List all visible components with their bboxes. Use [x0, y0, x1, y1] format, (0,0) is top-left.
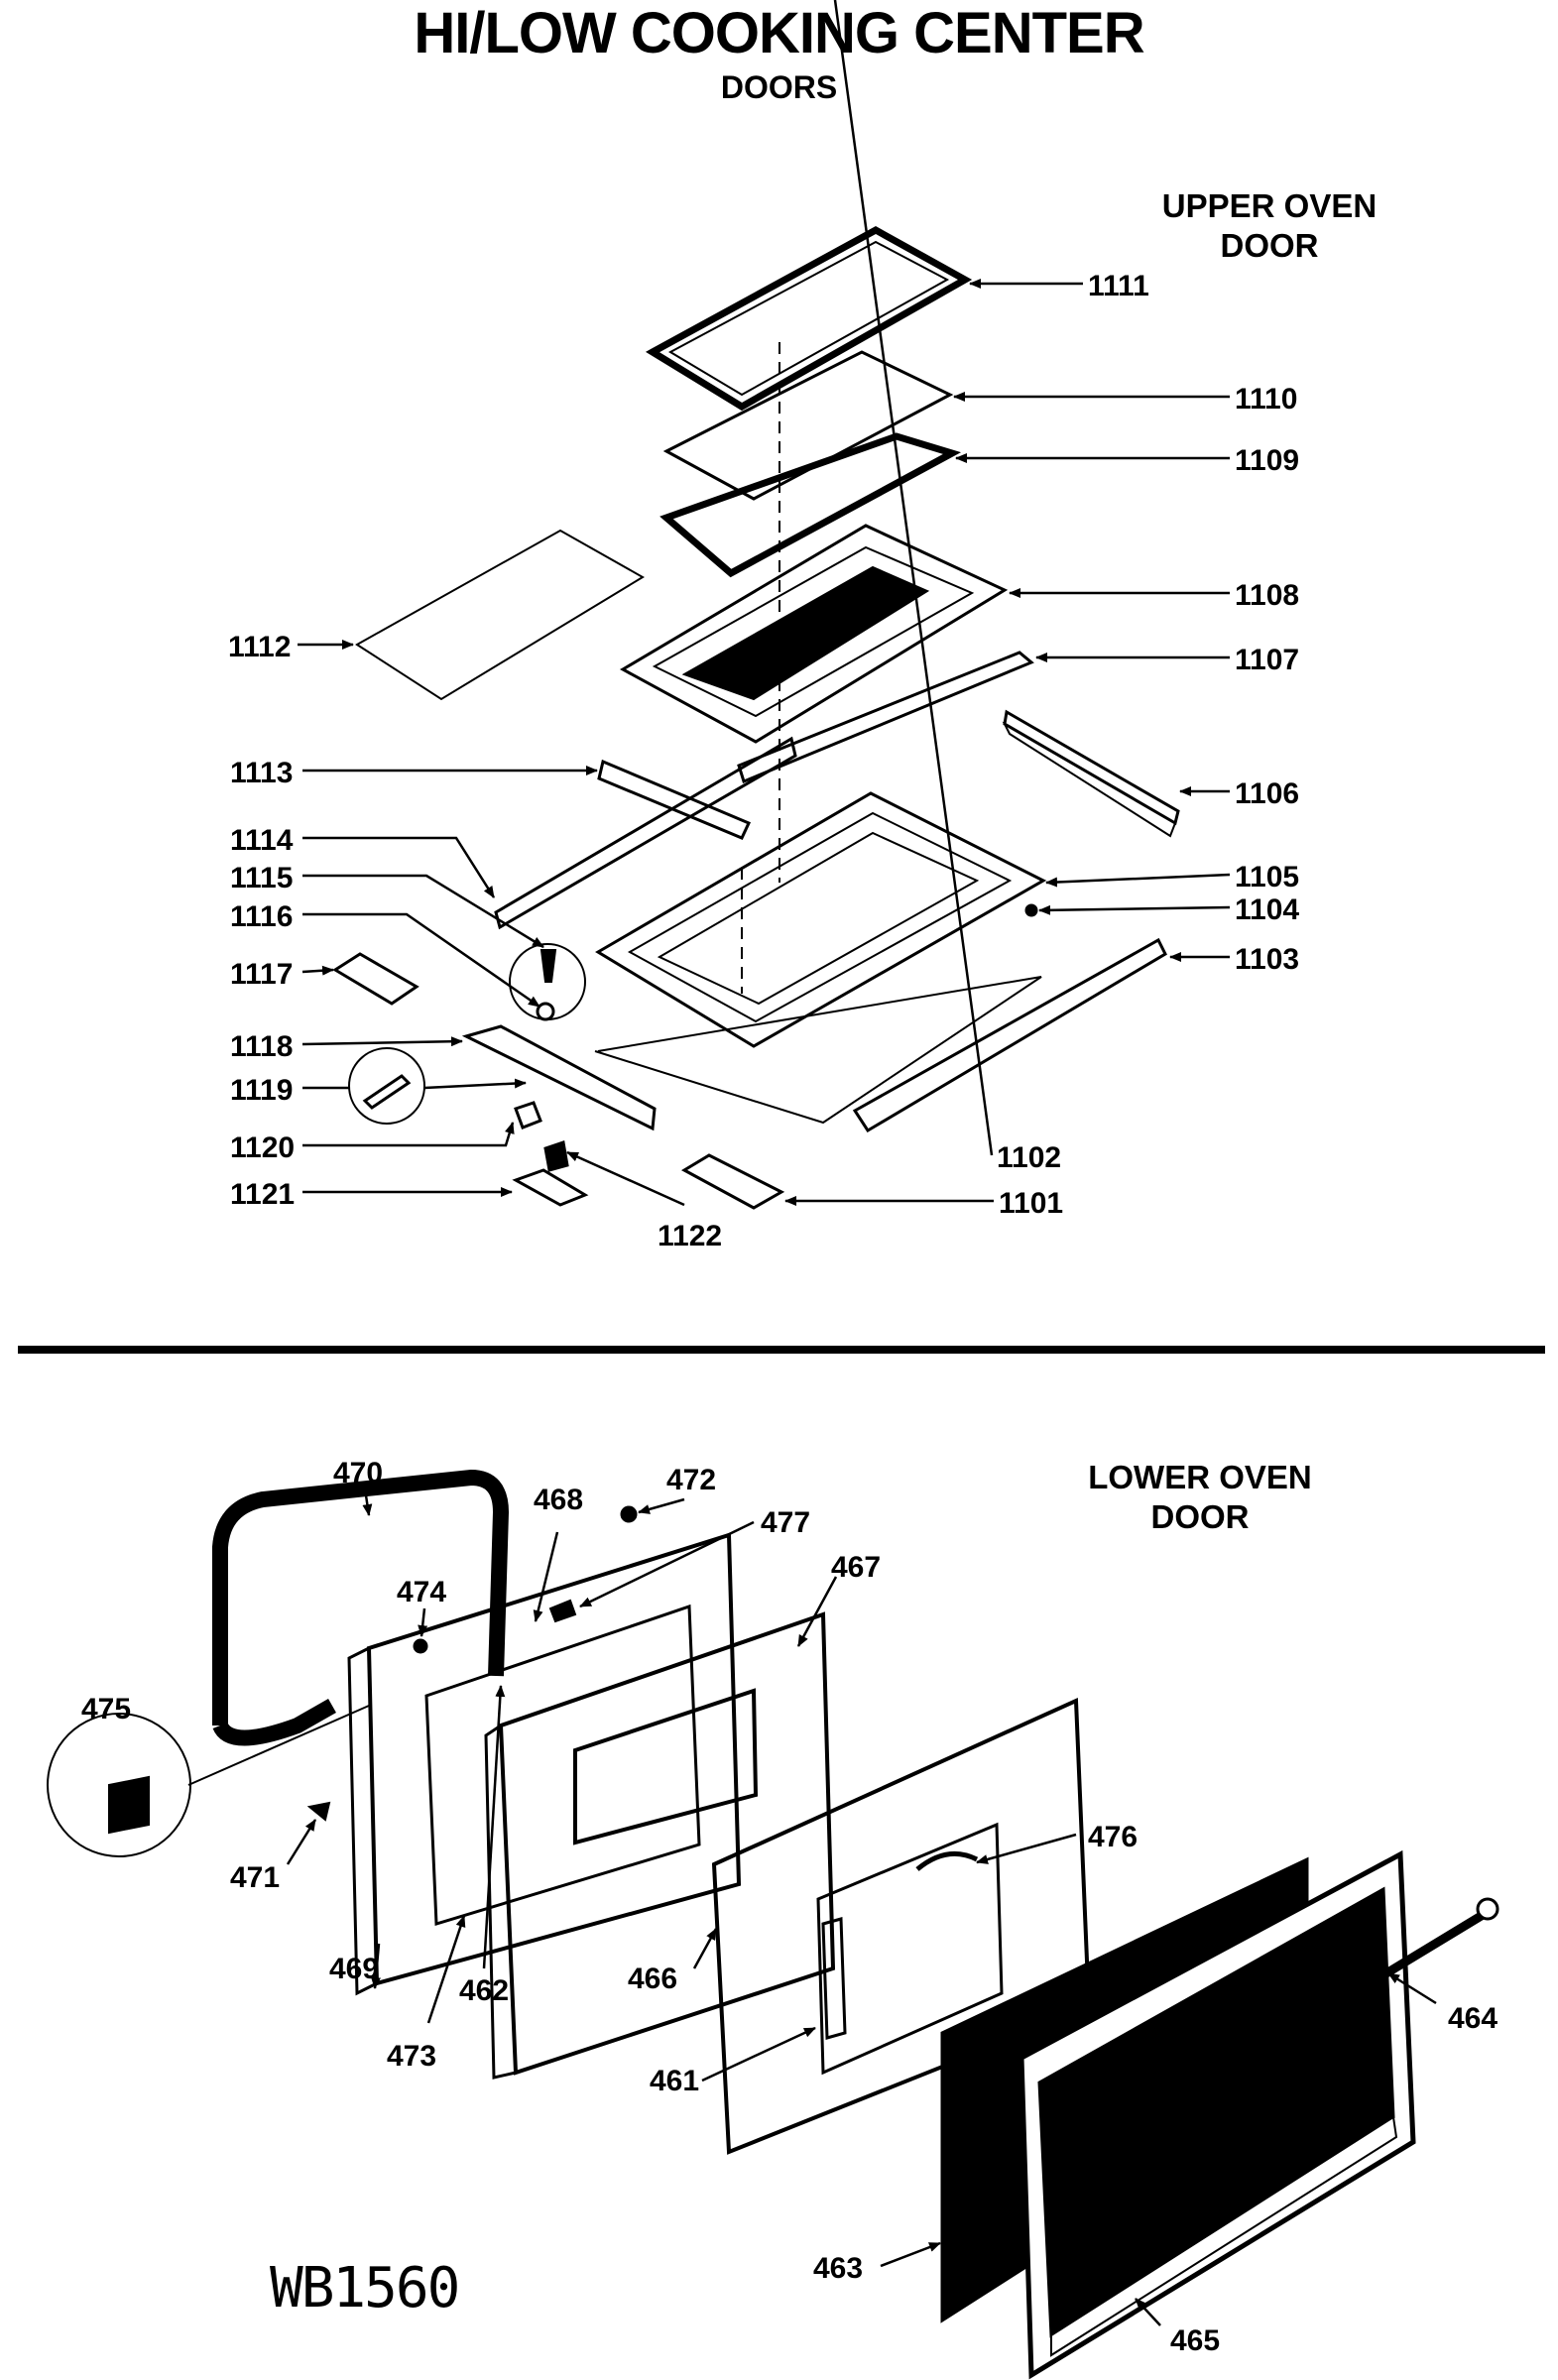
part-461-shape [821, 1917, 847, 2040]
label-1106: 1106 [1235, 777, 1299, 810]
label-467: 467 [831, 1551, 881, 1584]
lower-part-labels: 470 468 472 477 467 474 475 471 469 473 … [81, 1457, 1498, 2357]
part-468-shape [347, 1532, 742, 1996]
label-1115: 1115 [230, 862, 293, 894]
label-474: 474 [397, 1576, 446, 1608]
part-464-shape [1162, 1905, 1496, 2111]
part-1103-shape [852, 937, 1167, 1133]
label-473: 473 [387, 2040, 436, 2073]
part-1104-shape [1024, 903, 1038, 917]
part-1113-shape [597, 759, 752, 840]
label-465: 465 [1170, 2324, 1220, 2357]
label-1119: 1119 [230, 1074, 293, 1107]
label-1122: 1122 [658, 1220, 722, 1252]
label-463: 463 [813, 2252, 863, 2285]
upper-oven-door-heading: UPPER OVEN DOOR [1101, 186, 1438, 266]
label-1102: 1102 [997, 1141, 1061, 1174]
part-1110-shape [662, 350, 954, 501]
part-1122-shape [543, 1140, 569, 1172]
part-1108-shape [619, 524, 1009, 744]
upper-heading-line1: UPPER OVEN [1161, 187, 1378, 224]
label-476: 476 [1088, 1821, 1138, 1853]
label-1120: 1120 [230, 1131, 295, 1164]
label-475: 475 [81, 1693, 131, 1726]
part-1112-shape [355, 529, 645, 701]
part-477-shape [548, 1599, 577, 1623]
label-1117: 1117 [230, 958, 293, 991]
lower-leader-lines [286, 1494, 1437, 2326]
part-465-shape [1019, 1849, 1416, 2380]
label-1107: 1107 [1235, 644, 1299, 676]
label-1103: 1103 [1235, 943, 1299, 976]
part-1111-shape [646, 226, 973, 412]
part-1107-shape [737, 651, 1034, 784]
label-1109: 1109 [1235, 444, 1299, 477]
label-1118: 1118 [230, 1030, 293, 1063]
part-1114-shape [494, 736, 797, 930]
part-1102-shape [594, 976, 1042, 1125]
part-471-shape [306, 1801, 331, 1822]
label-1105: 1105 [1235, 861, 1299, 893]
lower-heading-line2: DOOR [1150, 1498, 1250, 1535]
part-467-shape [484, 1611, 836, 2080]
label-1121: 1121 [230, 1178, 295, 1211]
upper-heading-line2: DOOR [1220, 227, 1319, 264]
part-476-shape [915, 1850, 979, 1871]
label-470: 470 [333, 1457, 383, 1489]
label-1104: 1104 [1235, 893, 1299, 926]
label-472: 472 [666, 1464, 716, 1496]
part-1101-shape [680, 1153, 785, 1210]
model-code: WB1560 [270, 2256, 460, 2320]
part-1116-shape [536, 1002, 555, 1021]
upper-part-labels: 1111 1110 1109 1108 1107 1106 1105 1104 … [228, 270, 1299, 1252]
label-1111: 1111 [1088, 270, 1149, 302]
part-470-shape [212, 1469, 510, 1726]
diagram-title: HI/LOW COOKING CENTER [414, 1, 1144, 65]
part-1115-shape [539, 949, 557, 983]
label-464: 464 [1448, 2002, 1498, 2035]
part-1120-shape [514, 1101, 542, 1130]
part-1121-shape [512, 1168, 589, 1207]
lower-oven-door-assembly [47, 1469, 1499, 2380]
part-475-shape [108, 1775, 150, 1835]
diagram-subtitle: DOORS [720, 69, 838, 105]
part-1117-shape [332, 952, 419, 1006]
lower-heading-line1: LOWER OVEN [1088, 1459, 1312, 1495]
upper-oven-door-assembly [332, 226, 1180, 1210]
label-1112: 1112 [228, 631, 291, 663]
label-462: 462 [459, 1974, 509, 2007]
section-divider [18, 1346, 1545, 1354]
part-1106-shape [1002, 709, 1180, 838]
label-466: 466 [628, 1963, 677, 1995]
part-1119-callout [348, 1047, 425, 1125]
part-474-shape [413, 1638, 428, 1654]
label-468: 468 [534, 1484, 583, 1516]
label-471: 471 [230, 1861, 280, 1894]
label-1114: 1114 [230, 824, 294, 857]
label-1116: 1116 [230, 900, 293, 933]
label-1113: 1113 [230, 757, 293, 789]
label-1101: 1101 [999, 1187, 1063, 1220]
part-1119-shape [362, 1074, 412, 1110]
label-461: 461 [650, 2065, 699, 2097]
upper-leader-lines [298, 0, 1231, 1207]
lower-oven-door-heading: LOWER OVEN DOOR [1051, 1458, 1349, 1537]
part-1118-shape [461, 1024, 657, 1131]
part-472-shape [620, 1505, 638, 1523]
label-1110: 1110 [1235, 383, 1297, 416]
part-1109-shape [659, 432, 962, 578]
label-469: 469 [329, 1953, 379, 1985]
label-477: 477 [761, 1506, 810, 1539]
label-1108: 1108 [1235, 579, 1299, 612]
